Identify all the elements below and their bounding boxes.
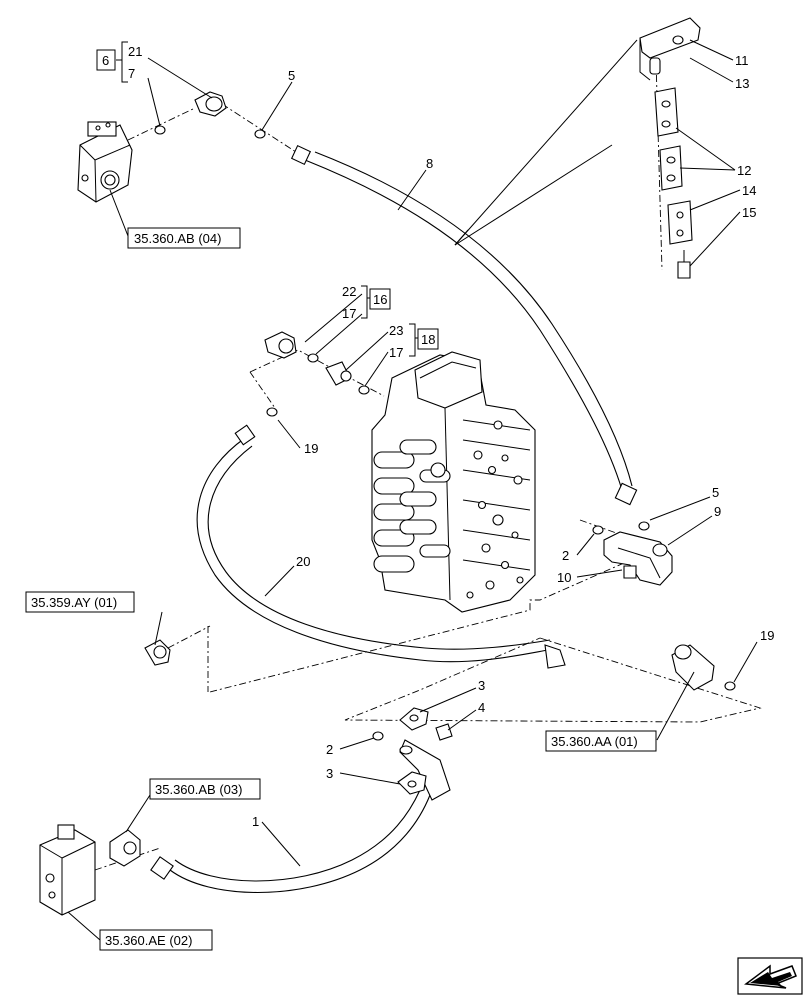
- callout-20: 20: [296, 554, 310, 569]
- callout-9: 9: [714, 504, 721, 519]
- reference-box-35-359-ay-01[interactable]: 35.359.AY (01): [25, 591, 135, 613]
- hose-8: [290, 144, 638, 506]
- kit-18: 18: [421, 332, 435, 347]
- callout-14: 14: [742, 183, 756, 198]
- o-ring-17a: [307, 353, 319, 363]
- reference-leaders: [454, 39, 638, 246]
- callout-4: 4: [478, 700, 485, 715]
- reference-label: 35.359.AY (01): [31, 595, 117, 610]
- callout-5-top: 5: [288, 68, 295, 83]
- callout-1: 1: [252, 814, 259, 829]
- o-ring-19a: [266, 407, 278, 417]
- callout-13: 13: [735, 76, 749, 91]
- o-ring-2-upper: [592, 525, 604, 535]
- o-ring-7: [154, 125, 166, 135]
- kit-16: 16: [373, 292, 387, 307]
- plate-14: [667, 200, 693, 245]
- reference-label: 35.360.AA (01): [551, 734, 638, 749]
- o-ring-2-lower: [372, 731, 384, 741]
- callout-3-lower: 3: [326, 766, 333, 781]
- clamp-3-upper: [399, 707, 429, 731]
- callout-22: 22: [342, 284, 356, 299]
- reference-box-35-360-aa-01[interactable]: 35.360.AA (01): [545, 730, 657, 752]
- hose-20: [196, 424, 566, 669]
- callout-2-lower: 2: [326, 742, 333, 757]
- elbow-fitting-22: [264, 331, 297, 359]
- leaders: [67, 39, 758, 941]
- bolt-10: [623, 565, 637, 579]
- callout-23: 23: [389, 323, 403, 338]
- adapter-23: [325, 361, 352, 386]
- callout-17b: 17: [389, 345, 403, 360]
- kit-bracket-16: [361, 285, 391, 319]
- kit-bracket-6: [96, 41, 128, 83]
- o-ring-5-lower: [638, 521, 650, 531]
- callout-7: 7: [128, 66, 135, 81]
- reference-box-35-360-ae-02[interactable]: 35.360.AE (02): [99, 929, 213, 951]
- kit-bracket-18: [409, 323, 439, 357]
- callout-5-lower: 5: [712, 485, 719, 500]
- reference-box-35-360-ab-03[interactable]: 35.360.AB (03): [149, 778, 261, 800]
- callout-8: 8: [426, 156, 433, 171]
- elbow-fitting-21: [194, 91, 227, 117]
- o-ring-17b: [358, 385, 370, 395]
- callout-15: 15: [742, 205, 756, 220]
- callout-11: 11: [735, 53, 749, 68]
- bolt-4: [435, 723, 453, 741]
- reference-label: 35.360.AE (02): [105, 933, 192, 948]
- reference-label: 35.360.AB (04): [134, 231, 221, 246]
- pressure-switch: [671, 644, 715, 691]
- bracket-11-13: [639, 17, 701, 81]
- callout-labels: 21 7 5 8 11 13 12 14 15 22 17 23 17 19 2…: [128, 44, 774, 829]
- bolt-15: [677, 250, 691, 279]
- callout-17a: 17: [342, 306, 356, 321]
- callout-2-upper: 2: [562, 548, 569, 563]
- callout-12: 12: [737, 163, 751, 178]
- bottom-left-block: [39, 824, 96, 916]
- solenoid-fitting: [109, 829, 141, 867]
- control-valve-body: [371, 351, 536, 613]
- callout-21: 21: [128, 44, 142, 59]
- clamp-12: [654, 87, 683, 191]
- sensor-359: [144, 639, 171, 666]
- callout-3-upper: 3: [478, 678, 485, 693]
- top-left-valve: [77, 121, 133, 203]
- navigation-arrow-icon[interactable]: [737, 957, 803, 995]
- callout-19b: 19: [760, 628, 774, 643]
- reference-box-35-360-ab-04[interactable]: 35.360.AB (04): [127, 227, 241, 249]
- hose-1: [150, 739, 451, 893]
- callout-19a: 19: [304, 441, 318, 456]
- clamp-3-lower: [397, 771, 427, 795]
- reference-label: 35.360.AB (03): [155, 782, 242, 797]
- pipe-9: [603, 531, 673, 586]
- o-ring-5-top: [254, 129, 266, 139]
- kit-6: 6: [102, 53, 109, 68]
- callout-10: 10: [557, 570, 571, 585]
- o-ring-19b: [724, 681, 736, 691]
